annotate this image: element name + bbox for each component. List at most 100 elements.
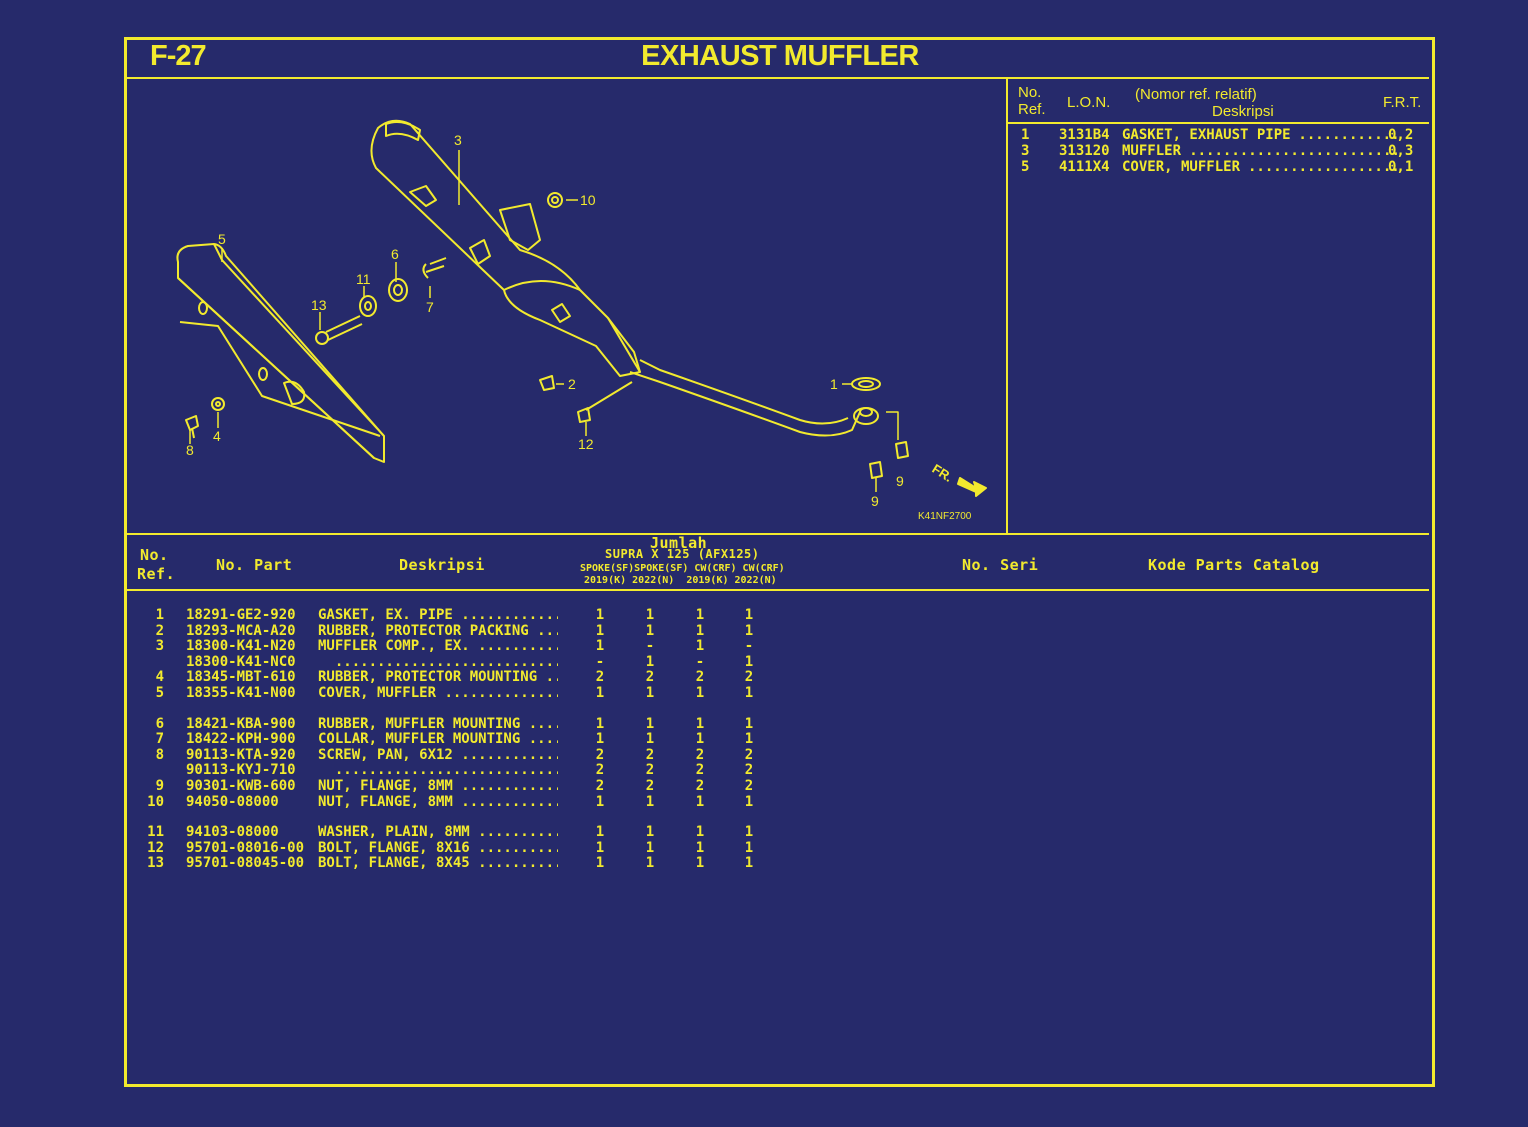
part-quantity: 1	[645, 855, 655, 872]
part-quantity: 2	[595, 778, 605, 794]
part-description: BOLT, FLANGE, 8X16 .....................…	[318, 839, 558, 856]
part-description: WASHER, PLAIN, 8MM .....................…	[318, 824, 558, 841]
part-description-text: NUT, FLANGE, 8MM	[318, 793, 453, 810]
part-quantity: 2	[645, 762, 655, 779]
part-description-text: BOLT, FLANGE, 8X16	[318, 839, 470, 856]
frt-header-lon: L.O.N.	[1067, 94, 1111, 111]
part-description: COLLAR, MUFFLER MOUNTING ...............…	[318, 731, 558, 748]
callout-9b: 9	[896, 473, 904, 489]
frt-header-no-ref: No. Ref.	[1018, 84, 1046, 118]
frt-panel-divider	[1006, 79, 1008, 534]
part-quantity: 1	[645, 653, 655, 670]
callout-6: 6	[391, 246, 399, 262]
part-number: 18291-GE2-920	[186, 607, 296, 623]
part-quantity: 1	[695, 855, 705, 872]
part-description: RUBBER, PROTECTOR MOUNTING .............…	[318, 669, 558, 686]
part-description-text: BOLT, FLANGE, 8X45	[318, 855, 470, 872]
part-ref: 8	[155, 746, 164, 763]
part-ref: 11	[147, 824, 164, 841]
part-quantity: -	[695, 653, 705, 670]
frt-value: 0,1	[1388, 159, 1414, 175]
parts-header-jumlah: Jumlah	[650, 534, 708, 552]
part-quantity: 2	[645, 669, 655, 686]
part-quantity: -	[595, 653, 605, 670]
part-quantity: 1	[645, 824, 655, 841]
callout-5: 5	[218, 231, 226, 247]
part-quantity: 2	[744, 778, 754, 794]
part-description: SCREW, PAN, 6X12 .......................…	[318, 746, 558, 763]
part-quantity: 2	[645, 746, 655, 763]
catalog-frame	[124, 37, 1435, 1087]
part-quantity: 2	[695, 746, 705, 763]
callout-2: 2	[568, 376, 576, 392]
part-quantity: 1	[695, 839, 705, 856]
part-quantity: 1	[595, 839, 605, 856]
frt-header-desc: Deskripsi	[1212, 103, 1274, 120]
part-description: ........................................	[334, 762, 558, 779]
part-quantity: 1	[645, 607, 655, 623]
part-ref: 13	[147, 855, 164, 872]
part-description-text: COVER, MUFFLER	[318, 685, 437, 701]
part-quantity: 2	[744, 746, 754, 763]
part-number: 18293-MCA-A20	[186, 622, 296, 639]
parts-header-no-part: No. Part	[216, 556, 293, 574]
frt-header-desc-top: (Nomor ref. relatif)	[1135, 86, 1257, 103]
hardware-parts	[185, 192, 909, 479]
part-quantity: 1	[645, 685, 655, 701]
frt-ref: 5	[1021, 159, 1030, 175]
part-quantity: 1	[595, 793, 605, 810]
frt-lon: 3131B4	[1059, 127, 1110, 143]
part-quantity: 1	[744, 793, 754, 810]
frt-value: 0,3	[1388, 143, 1414, 159]
frt-desc: MUFFLER	[1122, 143, 1182, 159]
part-number: 18345-MBT-610	[186, 669, 296, 686]
table-row: 18300-K41-NC0 ..........................…	[0, 654, 800, 670]
part-description-text: RUBBER, MUFFLER MOUNTING	[318, 715, 521, 732]
parts-header-no-seri: No. Seri	[962, 556, 1039, 574]
part-quantity: 2	[695, 778, 705, 794]
part-quantity: 1	[595, 685, 605, 701]
part-ref: 3	[155, 638, 164, 655]
part-quantity: 1	[744, 824, 754, 841]
frt-dots: ............	[1298, 127, 1400, 143]
frt-dots: .........................	[1189, 143, 1400, 159]
part-quantity: 1	[744, 653, 754, 670]
page-code: F-27	[150, 40, 207, 72]
part-description: ........................................	[334, 653, 558, 670]
part-number: 95701-08016-00	[186, 839, 305, 856]
part-description: BOLT, FLANGE, 8X45 .....................…	[318, 855, 558, 872]
part-description-text: MUFFLER COMP., EX.	[318, 638, 470, 655]
part-ref: 1	[155, 607, 164, 623]
part-quantity: 1	[645, 793, 655, 810]
part-description: RUBBER, MUFFLER MOUNTING ...............…	[318, 715, 558, 732]
part-ref: 7	[155, 731, 164, 748]
frt-header-frt: F.R.T.	[1383, 94, 1422, 111]
part-description-text: RUBBER, PROTECTOR MOUNTING	[318, 669, 538, 686]
part-ref: 5	[155, 685, 164, 701]
frt-header-divider	[1008, 122, 1429, 124]
table-row: 13 95701-08045-00 BOLT, FLANGE, 8X45 .....…	[0, 855, 800, 871]
part-quantity: 1	[595, 855, 605, 872]
callout-13: 13	[311, 297, 327, 313]
part-ref: 12	[147, 839, 164, 856]
part-number: 90113-KYJ-710	[186, 762, 296, 779]
frt-ref: 3	[1021, 143, 1030, 159]
part-description-text: NUT, FLANGE, 8MM	[318, 778, 453, 794]
part-quantity: 1	[695, 638, 705, 655]
part-quantity: 1	[645, 839, 655, 856]
part-quantity: 1	[595, 638, 605, 655]
callout-3: 3	[454, 132, 462, 148]
part-ref: 10	[147, 793, 164, 810]
part-number: 95701-08045-00	[186, 855, 305, 872]
part-quantity: 1	[695, 685, 705, 701]
callout-leaders	[189, 150, 899, 492]
parts-header-years: 2019(K) 2022(N) 2019(K) 2022(N)	[584, 575, 777, 586]
